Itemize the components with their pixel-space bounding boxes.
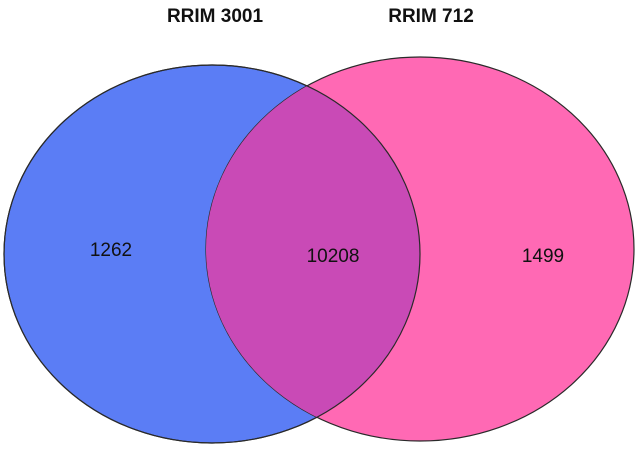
count-rrim-3001-only: 1262: [90, 240, 132, 261]
count-rrim-712-only: 1499: [522, 246, 564, 267]
set-rrim-3001-outline: [3, 64, 421, 444]
set-label-rrim-712: RRIM 712: [388, 6, 474, 27]
set-label-rrim-3001: RRIM 3001: [167, 6, 264, 27]
count-intersection: 10208: [307, 246, 360, 267]
intersection-region: [206, 65, 420, 441]
